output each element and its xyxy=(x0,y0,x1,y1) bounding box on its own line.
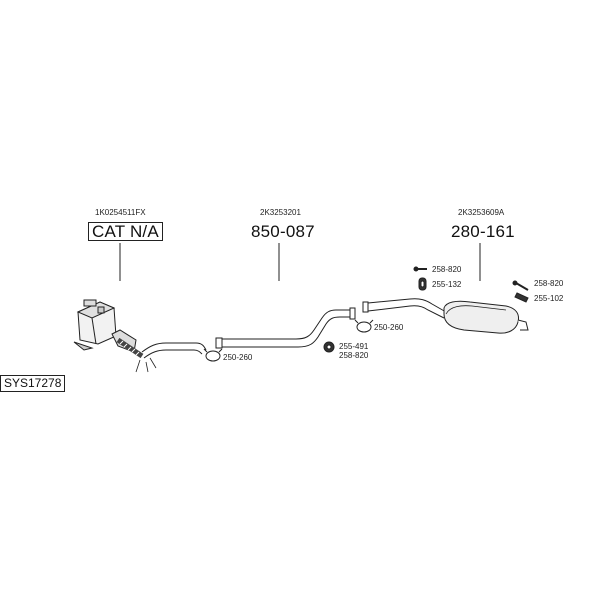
part-number-rear-silencer: 280-161 xyxy=(451,222,515,241)
fitting-label: 255-102 xyxy=(534,294,564,303)
fitting-label: 258-820 xyxy=(339,351,369,360)
front-pipe xyxy=(141,342,207,359)
middle-pipe xyxy=(215,307,356,349)
hanger-icon xyxy=(418,277,427,291)
part-number-middle-pipe: 850-087 xyxy=(251,222,315,241)
fitting-label: 250-260 xyxy=(223,353,253,362)
bolt-icon xyxy=(413,266,427,272)
fitting-label: 258-820 xyxy=(432,265,462,274)
fitting-label: 258-820 xyxy=(534,279,564,288)
fitting-label: 255-491 xyxy=(339,342,369,351)
bolt-icon xyxy=(512,280,529,291)
catalytic-converter xyxy=(73,299,157,373)
fitting-label: 250-260 xyxy=(374,323,404,332)
oem-number-middle-pipe: 2K3253201 xyxy=(260,208,301,217)
part-number-cat: CAT N/A xyxy=(88,222,163,241)
rear-silencer xyxy=(362,298,529,334)
clamp-icon xyxy=(354,319,374,333)
fitting-label: 255-132 xyxy=(432,280,462,289)
oem-number-cat: 1K0254511FX xyxy=(95,208,146,217)
rubber-mount-icon xyxy=(323,341,335,353)
oem-number-rear-silencer: 2K3253609A xyxy=(458,208,505,217)
diagram-id-badge: SYS17278 xyxy=(0,375,66,392)
clamp-icon xyxy=(203,348,223,362)
hanger-icon xyxy=(514,292,529,303)
